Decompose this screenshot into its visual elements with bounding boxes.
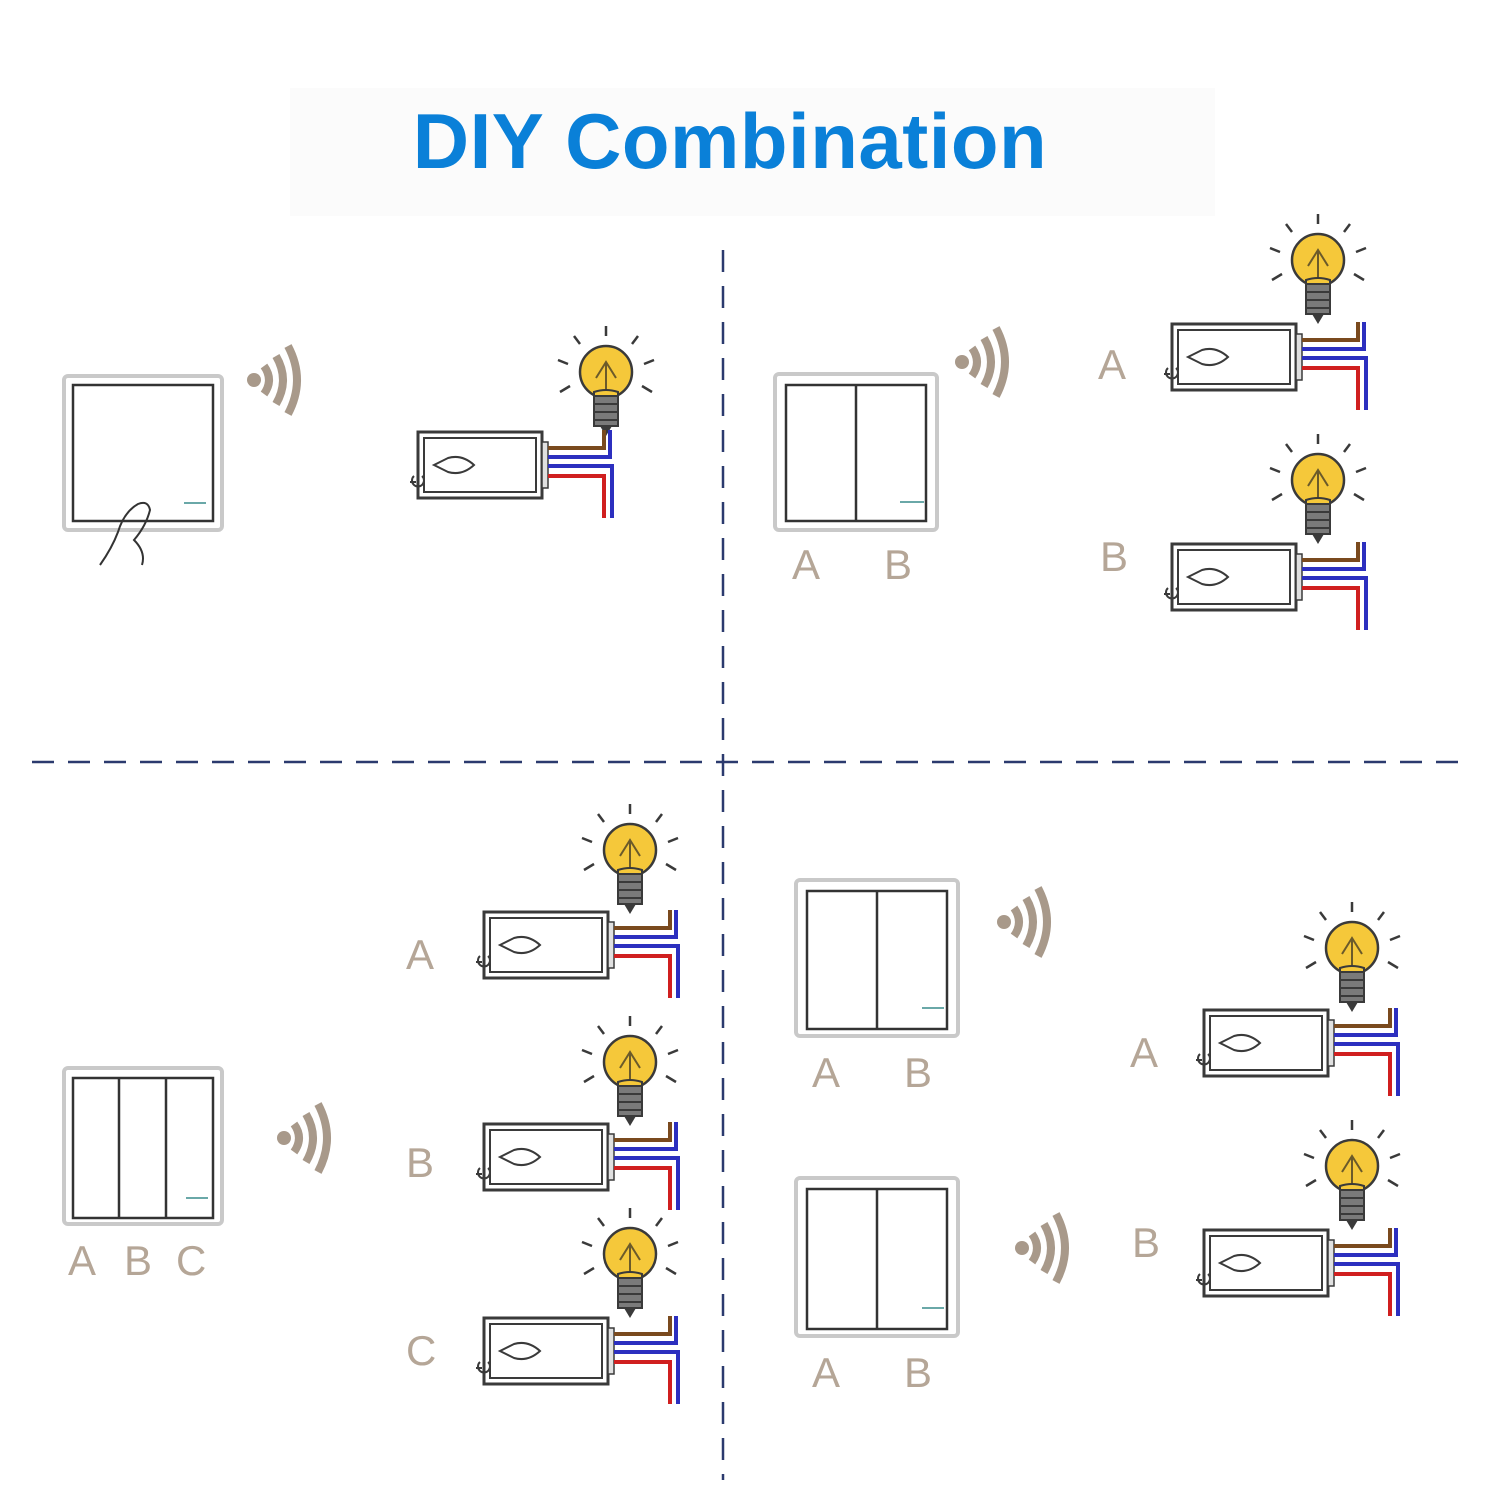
receiver-module-icon	[1162, 540, 1368, 632]
wireless-signal-icon	[997, 888, 1047, 956]
light-bulb-icon	[1268, 212, 1368, 326]
receiver-label-a: A	[1130, 1029, 1159, 1076]
wall-switch-icon	[62, 1066, 224, 1226]
receiver-module-icon	[474, 1120, 680, 1212]
wall-switch-icon	[773, 372, 939, 532]
receiver-module-icon	[474, 908, 680, 1000]
receiver-label-c: C	[406, 1327, 437, 1374]
switch-label-a: A	[812, 1049, 841, 1096]
wall-switch-icon	[62, 374, 224, 532]
receiver-module-icon	[1162, 320, 1368, 412]
hand-pointer-icon	[99, 501, 152, 566]
wall-switch-icon	[794, 1176, 960, 1338]
switch-label-c: C	[176, 1237, 207, 1284]
wireless-signal-icon	[1015, 1214, 1065, 1282]
wireless-signal-icon	[277, 1104, 327, 1172]
light-bulb-icon	[556, 324, 656, 438]
receiver-module-icon	[474, 1314, 680, 1406]
switch-label-a: A	[792, 541, 821, 588]
receiver-module-icon	[1194, 1006, 1400, 1098]
receiver-module-icon	[408, 428, 614, 520]
switch-label-b: B	[904, 1349, 933, 1396]
switch-label-b: B	[124, 1237, 153, 1284]
title-backdrop	[290, 88, 1215, 216]
wireless-signal-icon	[247, 346, 297, 414]
receiver-label-b: B	[1100, 533, 1129, 580]
receiver-label-b: B	[1132, 1219, 1161, 1266]
wireless-signal-icon	[955, 328, 1005, 396]
light-bulb-icon	[580, 1206, 680, 1320]
light-bulb-icon	[580, 802, 680, 916]
receiver-label-b: B	[406, 1139, 435, 1186]
receiver-label-a: A	[406, 931, 435, 978]
light-bulb-icon	[1268, 432, 1368, 546]
receiver-label-a: A	[1098, 341, 1127, 388]
page-title: DIY Combination	[412, 97, 1048, 185]
light-bulb-icon	[1302, 900, 1402, 1014]
switch-label-a: A	[68, 1237, 97, 1284]
switch-label-b: B	[904, 1049, 933, 1096]
light-bulb-icon	[1302, 1118, 1402, 1232]
wall-switch-icon	[794, 878, 960, 1038]
switch-label-a: A	[812, 1349, 841, 1396]
light-bulb-icon	[580, 1014, 680, 1128]
switch-label-b: B	[884, 541, 913, 588]
receiver-module-icon	[1194, 1226, 1400, 1318]
